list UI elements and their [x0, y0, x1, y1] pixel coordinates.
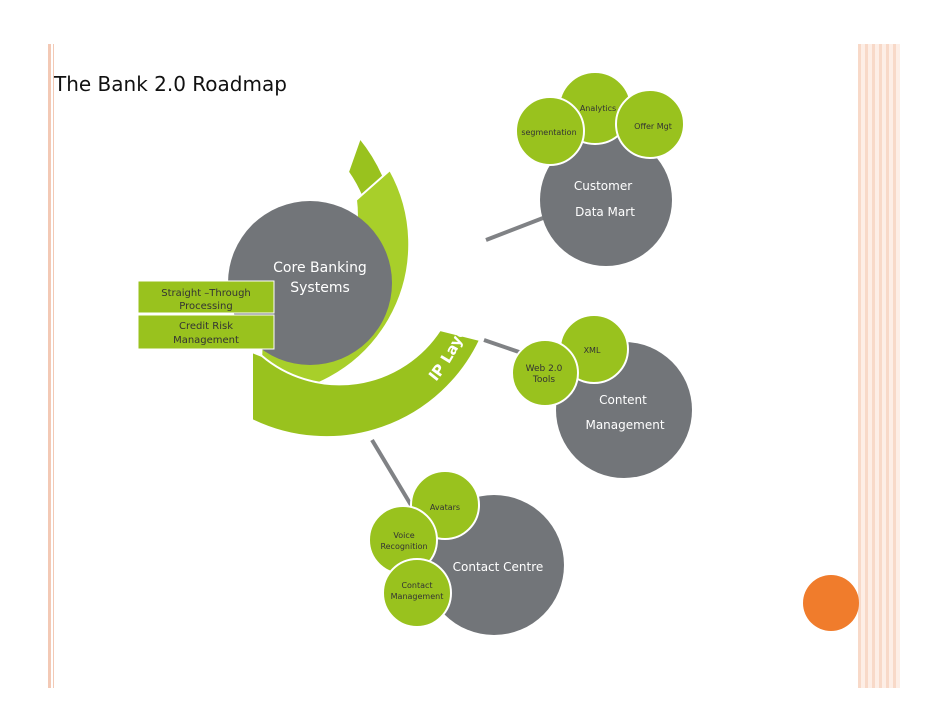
customer-label: Customer — [574, 179, 632, 193]
slide-title: The Bank 2.0 Roadmap — [54, 72, 287, 96]
credit-risk-label: Credit Risk — [179, 321, 233, 332]
segmentation-label: segmentation — [521, 128, 576, 137]
data-mart-label: Data Mart — [575, 205, 635, 219]
contact-management-label: Management — [391, 592, 444, 601]
offer-mgt-bubble — [615, 89, 685, 159]
left-border-rule — [48, 44, 51, 688]
layer-base — [251, 328, 482, 439]
contact-management-label: Contact — [401, 581, 432, 590]
web-tools-bubble — [511, 339, 579, 407]
left-border-rule — [53, 44, 54, 688]
xml-label: XML — [584, 346, 601, 355]
avatars-label: Avatars — [430, 503, 460, 512]
credit-risk-box — [137, 314, 275, 350]
segmentation-bubble — [515, 96, 585, 166]
customer-data-mart-circle — [540, 134, 672, 266]
core-banking-label: Core Banking — [273, 260, 367, 276]
contact-management-bubble — [382, 558, 452, 628]
offer-mgt-label: Offer Mgt — [634, 122, 672, 131]
web-tools-label: Web 2.0 — [526, 364, 563, 374]
stp-box — [137, 280, 275, 314]
web-tools-label: Tools — [532, 375, 555, 385]
credit-risk-label: Management — [173, 335, 239, 346]
management-label: Management — [585, 418, 664, 432]
right-decorative-band — [858, 44, 900, 688]
stp-label: Processing — [179, 301, 232, 312]
voice-recognition-label: Voice — [393, 531, 414, 540]
stp-label: Straight –Through — [161, 288, 251, 299]
orange-accent-circle — [803, 575, 859, 631]
analytics-label: Analytics — [580, 104, 616, 113]
core-banking-label: Systems — [290, 280, 350, 296]
content-label: Content — [599, 393, 647, 407]
voice-recognition-label: Recognition — [380, 542, 427, 551]
contact-centre-label: Contact Centre — [453, 560, 544, 574]
